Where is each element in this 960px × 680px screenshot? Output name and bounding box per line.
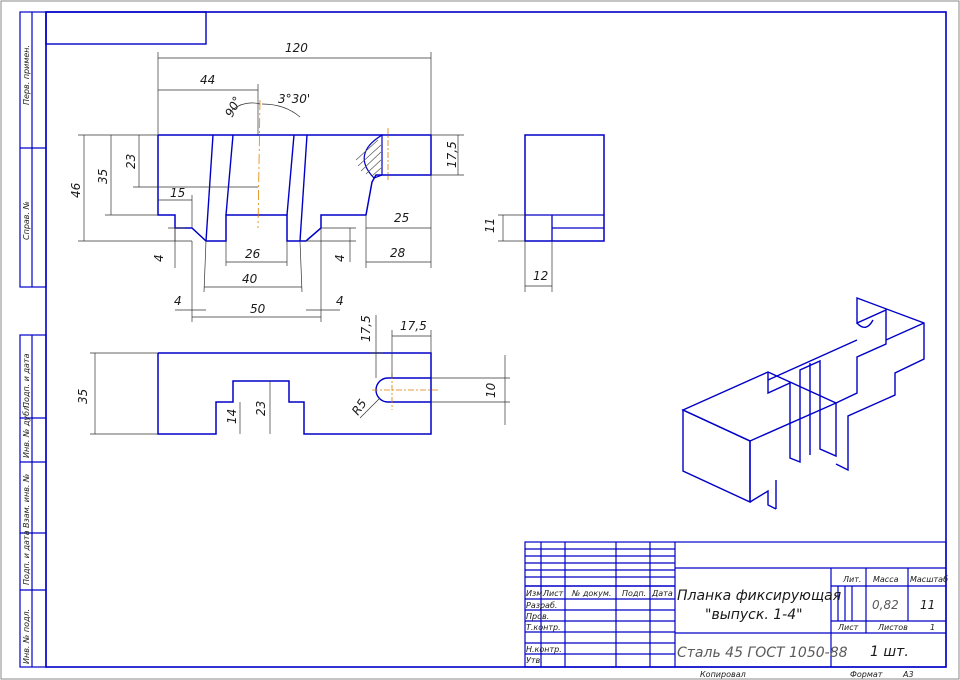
role-developed: Разраб. xyxy=(526,601,557,610)
dim-plan-r5: R5 xyxy=(349,397,370,418)
dim-angle-90: 90° xyxy=(222,94,244,119)
side-view xyxy=(498,134,605,292)
format-value: А3 xyxy=(902,670,914,679)
dim-50: 50 xyxy=(250,302,266,316)
scale-value: 11 xyxy=(920,598,935,612)
mass-label: Масса xyxy=(873,575,899,584)
sheets-label: Листов xyxy=(877,623,908,632)
dim-4-right: 4 xyxy=(333,254,347,262)
strip-label-sign-date-1: Подп. и дата xyxy=(22,353,31,408)
dim-4-left: 4 xyxy=(152,254,166,262)
dim-28: 28 xyxy=(390,246,406,260)
strip-label-dup-inv: Инв. № дубл. xyxy=(22,403,31,458)
sheets-value: 1 xyxy=(930,623,935,632)
lit-label: Лит. xyxy=(842,575,861,584)
dim-26: 26 xyxy=(245,247,261,261)
dim-25: 25 xyxy=(394,211,409,225)
dim-17-5: 17,5 xyxy=(445,141,459,168)
role-tech-control: Т.контр. xyxy=(526,623,561,632)
mass-value: 0,82 xyxy=(872,598,899,612)
isometric-view xyxy=(681,296,925,510)
dim-4-bottom-left: 4 xyxy=(174,294,182,308)
dim-23: 23 xyxy=(124,154,138,169)
col-header-date: Дата xyxy=(651,589,673,598)
dim-plan-17-5-horizontal: 17,5 xyxy=(400,319,427,333)
part-title: Планка фиксирующая xyxy=(677,588,841,604)
dim-35: 35 xyxy=(96,169,110,184)
strip-label-orig-inv: Инв. № подл. xyxy=(22,609,31,664)
format-label: Формат xyxy=(850,670,883,679)
quantity: 1 шт. xyxy=(870,644,909,660)
role-norm-control: Н.контр. xyxy=(526,645,562,654)
dim-120: 120 xyxy=(285,41,308,55)
front-dimension-lines xyxy=(78,52,464,322)
role-checked: Пров. xyxy=(526,612,549,621)
dim-4-bottom-right: 4 xyxy=(336,294,344,308)
dim-plan-35: 35 xyxy=(76,389,90,404)
col-header-sheet: Лист xyxy=(542,589,564,598)
top-corner-stamp xyxy=(45,11,207,45)
strip-label-sign-date-2: Подп. и дата xyxy=(22,530,31,585)
dim-44: 44 xyxy=(200,73,215,87)
sheet-label: Лист xyxy=(837,623,859,632)
front-view xyxy=(157,99,432,242)
dim-side-12: 12 xyxy=(533,269,548,283)
col-header-sign: Подп. xyxy=(622,589,646,598)
role-approved: Утв. xyxy=(526,656,543,665)
dim-plan-14: 14 xyxy=(225,409,239,424)
left-strip xyxy=(19,11,47,668)
dim-angle-3-30: 3°30' xyxy=(278,92,310,106)
dim-side-11: 11 xyxy=(483,218,497,233)
strip-label-ref-no: Справ. № xyxy=(22,201,31,240)
dim-46: 46 xyxy=(69,182,83,198)
part-title-subtitle: "выпуск. 1-4" xyxy=(705,607,803,623)
title-block xyxy=(524,541,947,668)
dim-plan-10: 10 xyxy=(484,382,498,398)
scale-label: Масштаб xyxy=(910,575,948,584)
strip-label-repl-inv: Взам. инв. № xyxy=(22,474,31,528)
dim-40: 40 xyxy=(242,272,258,286)
dim-plan-23: 23 xyxy=(254,401,268,416)
frame-border xyxy=(45,11,947,668)
copied-label: Копировал xyxy=(700,670,746,679)
dim-15: 15 xyxy=(170,186,185,200)
dim-plan-17-5-vertical: 17,5 xyxy=(359,315,373,342)
plan-view xyxy=(90,315,510,435)
col-header-doc-no: № докум. xyxy=(571,589,611,598)
strip-label-first-use: Перв. примен. xyxy=(22,45,31,105)
col-header-change: Изм. xyxy=(526,589,545,598)
material-spec: Сталь 45 ГОСТ 1050-88 xyxy=(677,645,848,661)
